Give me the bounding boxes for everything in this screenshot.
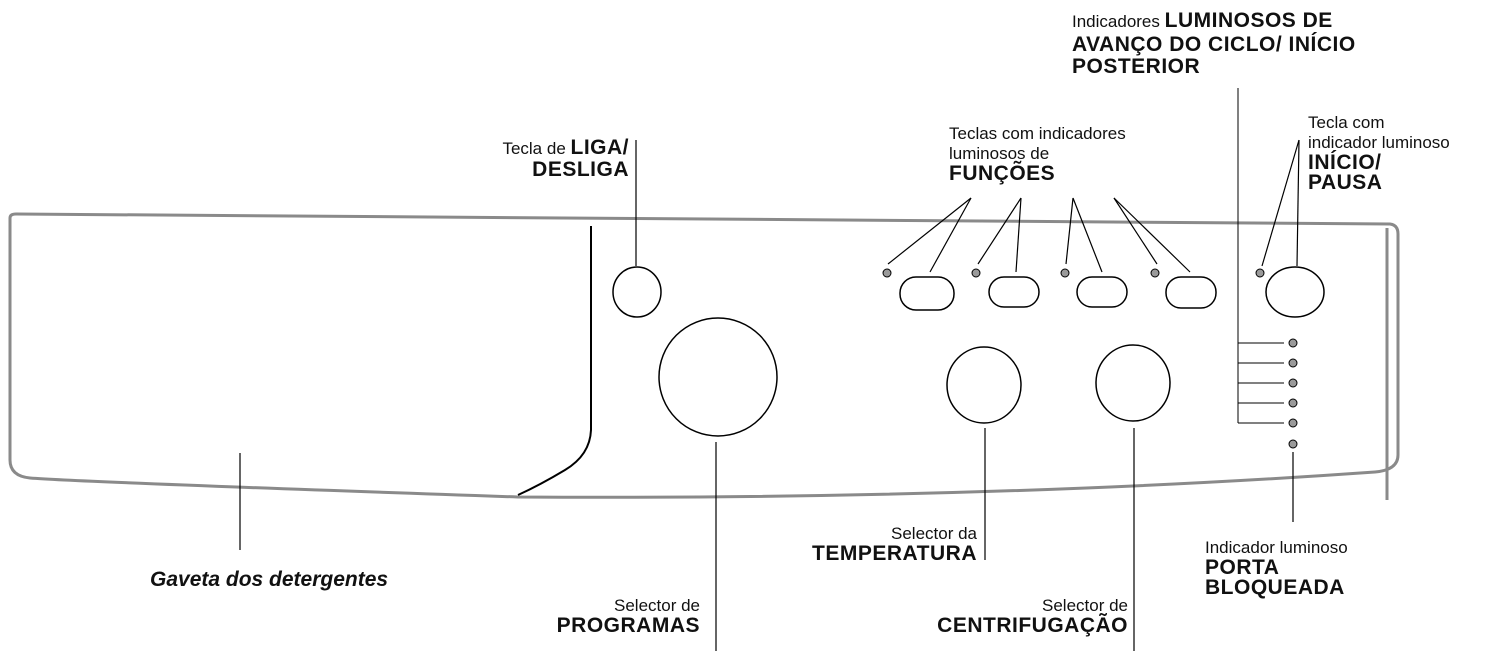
cycle-led-3 xyxy=(1288,378,1298,388)
panel-outline xyxy=(8,212,1400,499)
detergent-drawer-edge xyxy=(517,226,592,496)
programs-selector-label: Selector de PROGRAMAS xyxy=(556,596,700,637)
door-locked-led xyxy=(1288,439,1298,449)
power-button xyxy=(612,266,662,318)
function-button-2 xyxy=(988,276,1040,308)
cycle-progress-label: Indicadores LUMINOSOS DE AVANÇO DO CICLO… xyxy=(1072,9,1356,78)
function-led-1 xyxy=(882,268,892,278)
leader-lines xyxy=(239,139,1300,651)
cycle-progress-indicators xyxy=(1237,88,1298,428)
function-led-2 xyxy=(971,268,981,278)
cycle-led-1 xyxy=(1288,338,1298,348)
function-buttons-label: Teclas com indicadores luminosos de FUNÇ… xyxy=(949,124,1126,185)
start-pause-led xyxy=(1255,268,1265,278)
spin-selector-knob xyxy=(1095,344,1171,422)
programs-selector-knob xyxy=(658,317,778,437)
spin-selector-label: Selector de CENTRIFUGAÇÃO xyxy=(937,596,1128,637)
door-locked-label: Indicador luminoso PORTA BLOQUEADA xyxy=(1205,538,1348,599)
start-pause-label: Tecla com indicador luminoso INÍCIO/ PAU… xyxy=(1308,113,1450,194)
function-led-3 xyxy=(1060,268,1070,278)
cycle-led-5 xyxy=(1288,418,1298,428)
function-button-4 xyxy=(1165,276,1217,309)
cycle-led-2 xyxy=(1288,358,1298,368)
function-button-3 xyxy=(1076,276,1128,308)
cycle-led-4 xyxy=(1288,398,1298,408)
function-led-4 xyxy=(1150,268,1160,278)
temperature-selector-label: Selector da TEMPERATURA xyxy=(812,524,977,565)
temperature-selector-knob xyxy=(946,346,1022,424)
start-pause-button xyxy=(1265,266,1325,318)
power-button-label: Tecla de LIGA/ DESLIGA xyxy=(502,136,629,181)
function-button-1 xyxy=(899,276,955,311)
detergent-drawer-label: Gaveta dos detergentes xyxy=(150,568,389,591)
